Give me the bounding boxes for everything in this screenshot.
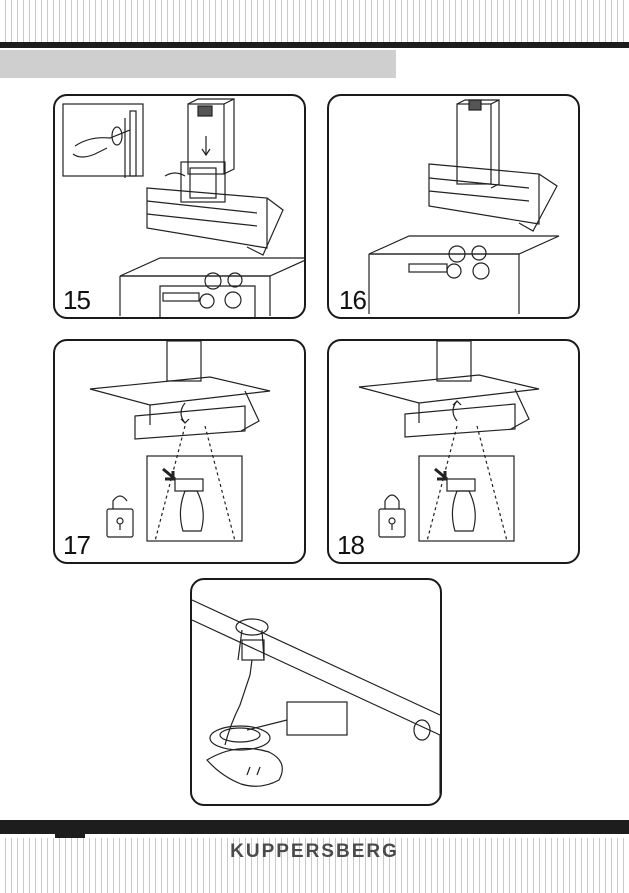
step-15-illustration <box>55 96 304 317</box>
section-title-band <box>0 50 396 78</box>
top-stripe-pattern <box>0 0 629 42</box>
lamp-replacement-panel <box>190 578 442 806</box>
top-bar <box>0 42 629 48</box>
step-number-16: 16 <box>339 285 366 316</box>
step-16-panel: 16 <box>327 94 580 319</box>
step-number-17: 17 <box>63 530 90 561</box>
step-number-18: 18 <box>337 530 364 561</box>
bottom-bar <box>0 820 629 834</box>
step-number-15: 15 <box>63 285 90 316</box>
step-16-illustration <box>329 96 578 317</box>
step-18-panel: 18 <box>327 339 580 564</box>
lamp-replacement-illustration <box>192 580 440 804</box>
step-17-panel: 17 <box>53 339 306 564</box>
step-17-illustration <box>55 341 304 562</box>
brand-logo: KUPPERSBERG <box>0 841 629 863</box>
step-15-panel: 15 <box>53 94 306 319</box>
step-18-illustration <box>329 341 578 562</box>
